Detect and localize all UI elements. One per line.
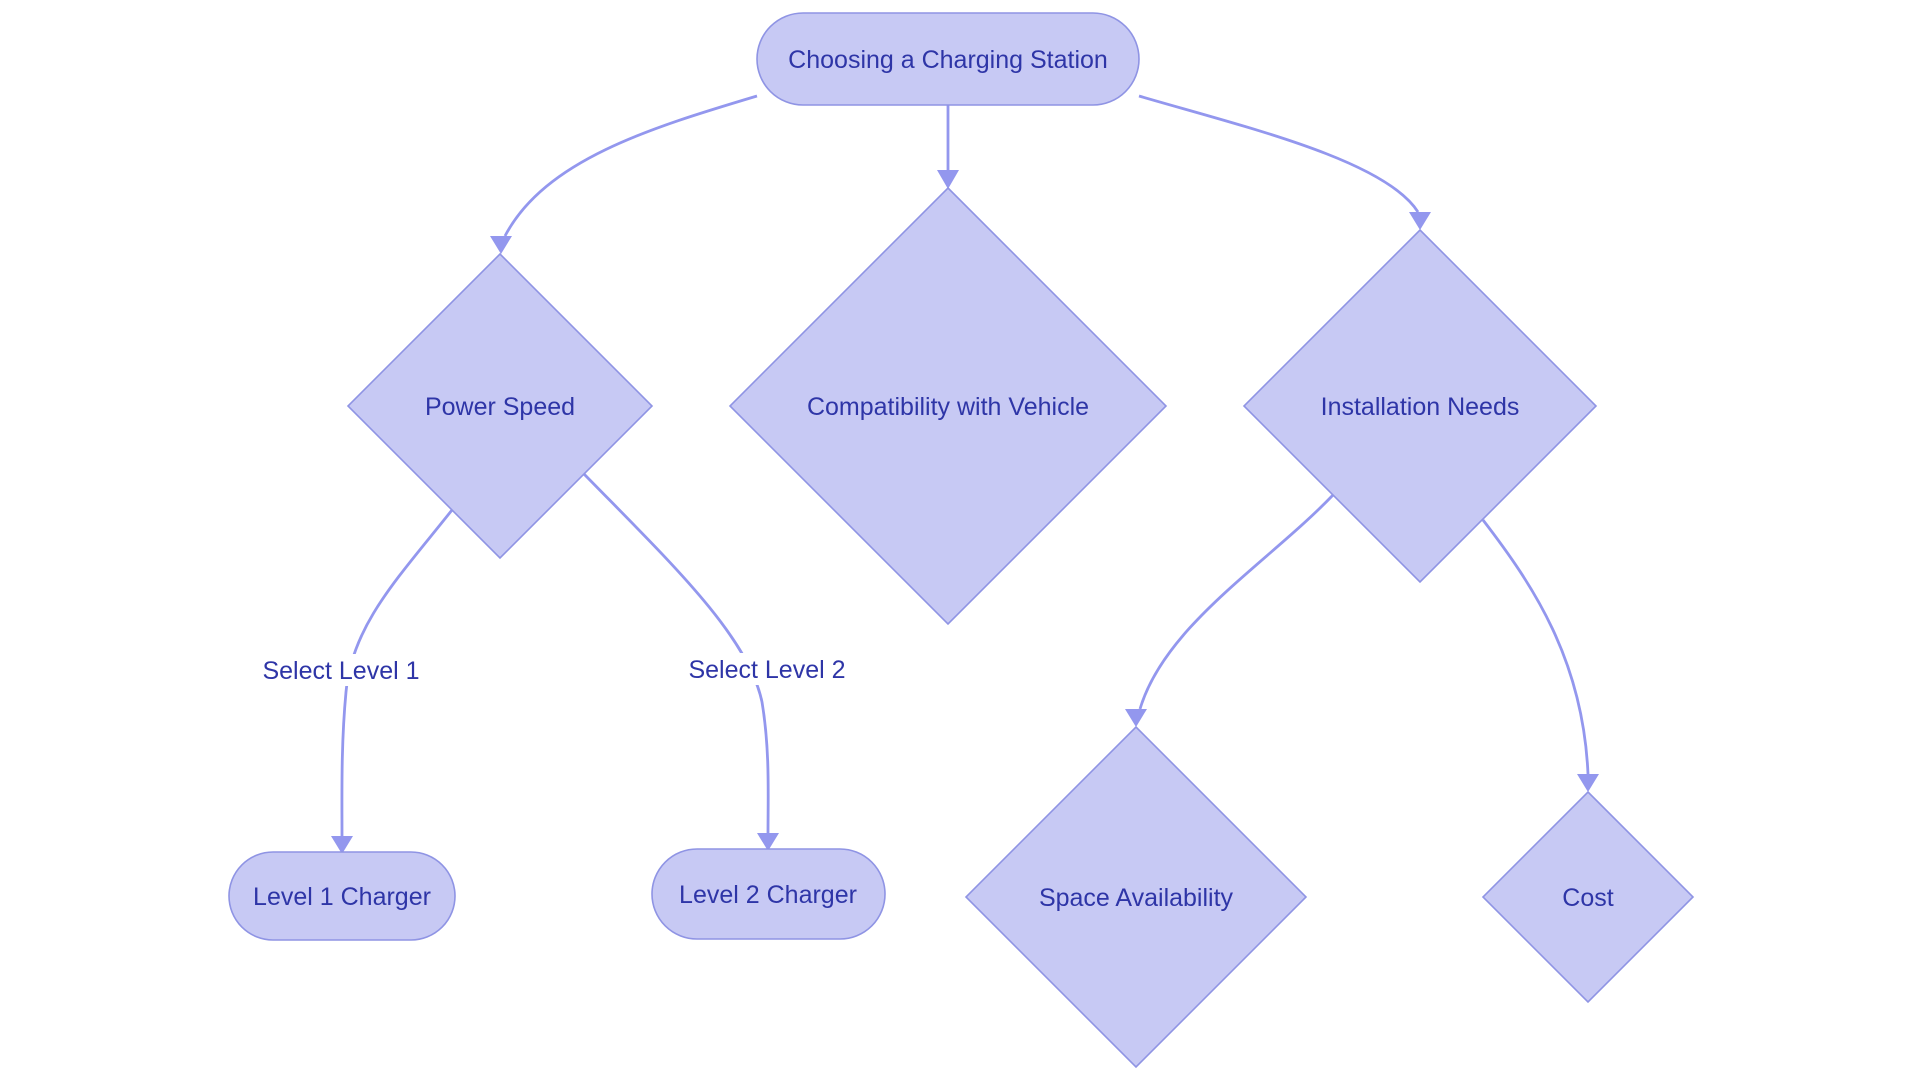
node-shape-level1 [228, 851, 456, 941]
node-level-1-charger: Level 1 Charger [228, 851, 456, 941]
node-shape-cost [1481, 790, 1695, 1004]
node-shape-root [756, 12, 1140, 106]
node-label-level2: Level 2 Charger [679, 881, 857, 909]
edge-power-speed-to-level1 [340, 509, 454, 837]
edge-installation-to-cost [1481, 519, 1590, 775]
node-label-space: Space Availability [1039, 884, 1234, 912]
node-compatibility-with-vehicle: Compatibility with Vehicle [728, 186, 1168, 626]
node-label-level1: Level 1 Charger [253, 883, 431, 911]
edge-root-to-power-speed [503, 94, 758, 237]
node-label-compatibility: Compatibility with Vehicle [807, 393, 1089, 421]
edge-labels: Select Level 1 Select Level 2 [262, 653, 846, 686]
edge-root-to-installation [1138, 94, 1420, 213]
node-choosing-a-charging-station: Choosing a Charging Station [756, 12, 1140, 106]
edge-installation-to-space [1138, 494, 1335, 710]
node-label-installation: Installation Needs [1321, 393, 1520, 421]
node-shape-compatibility [728, 186, 1168, 626]
node-power-speed: Power Speed [346, 252, 654, 560]
edge-label-bg-select-level-2 [692, 653, 842, 685]
node-label-root: Choosing a Charging Station [788, 46, 1108, 74]
nodes: Choosing a Charging Station Power Speed … [228, 12, 1695, 1069]
node-shape-installation [1242, 228, 1598, 584]
arrowhead-compatibility [937, 170, 959, 189]
node-shape-space [964, 725, 1308, 1069]
edge-label-bg-select-level-1 [267, 654, 415, 686]
node-shape-power-speed [346, 252, 654, 560]
node-cost: Cost [1481, 790, 1695, 1004]
arrowhead-space [1125, 709, 1147, 727]
node-shape-level2 [651, 848, 886, 940]
arrowhead-power-speed [490, 236, 512, 254]
node-level-2-charger: Level 2 Charger [651, 848, 886, 940]
node-installation-needs: Installation Needs [1242, 228, 1598, 584]
arrowhead-installation [1409, 212, 1431, 230]
arrowhead-level1 [331, 836, 353, 854]
node-label-cost: Cost [1562, 884, 1613, 912]
arrowhead-level2 [757, 833, 779, 851]
edge-label-select-level-1: Select Level 1 [262, 657, 419, 685]
node-label-power-speed: Power Speed [425, 393, 575, 421]
edge-label-select-level-2: Select Level 2 [688, 656, 845, 684]
arrowhead-cost [1577, 774, 1599, 792]
node-space-availability: Space Availability [964, 725, 1308, 1069]
